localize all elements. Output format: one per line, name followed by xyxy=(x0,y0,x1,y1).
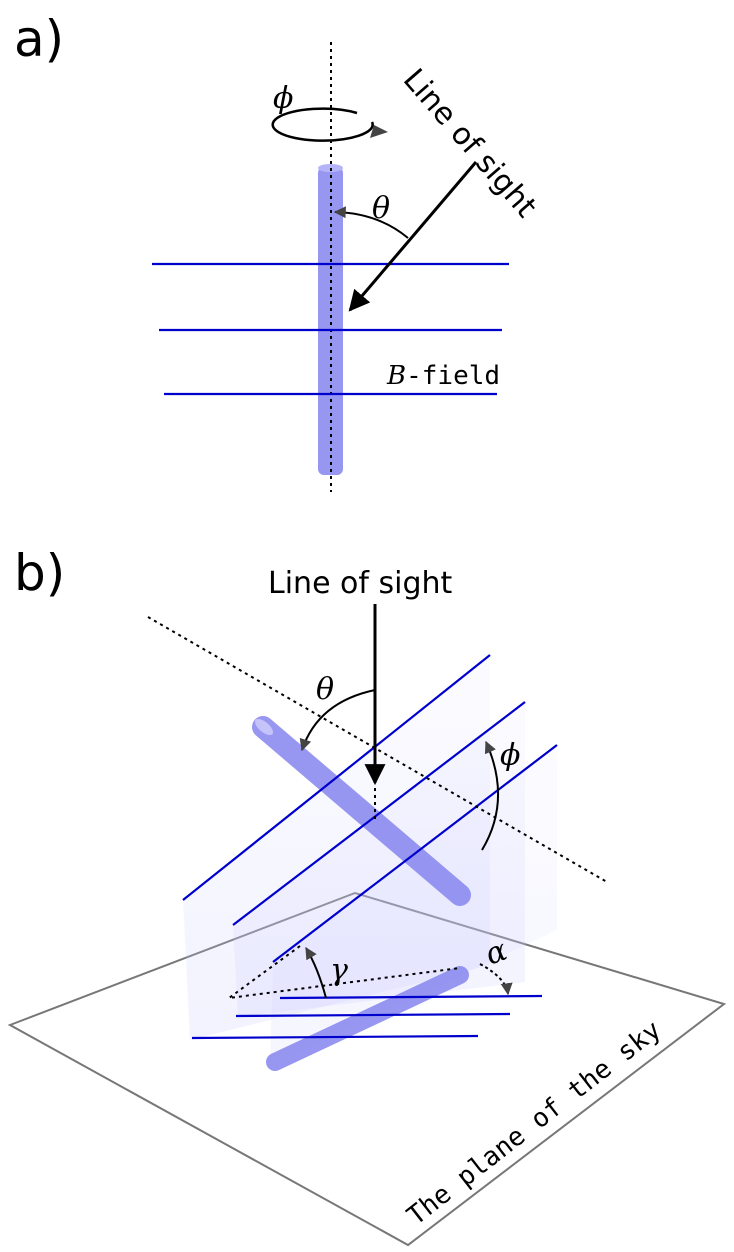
b-field-suffix: -field xyxy=(406,361,500,391)
panel-b-filament xyxy=(252,716,471,906)
projected-filament xyxy=(266,966,469,1071)
panel-b-projection-dotted xyxy=(228,945,461,999)
panel-b: b) xyxy=(7,544,727,1247)
vertical-planes xyxy=(183,655,557,1065)
b-symbol: B xyxy=(386,361,406,391)
panel-a-line-of-sight-arrow xyxy=(348,161,478,312)
panel-a-phi-rotation xyxy=(271,107,388,142)
panel-b-field-lines xyxy=(182,654,558,963)
panel-b-phi-label: ϕ xyxy=(500,738,520,773)
projected-field-lines xyxy=(191,994,543,1040)
panel-a: a) ϕ θ Line of sight B-field xyxy=(14,10,543,492)
panel-b-alpha-arc xyxy=(479,963,513,996)
panel-a-line-of-sight-label: Line of sight xyxy=(396,62,543,224)
panel-a-b-field-label: B-field xyxy=(386,361,500,391)
panel-b-dotted-reference-line xyxy=(147,616,608,883)
panel-b-gamma-label: γ xyxy=(330,953,348,988)
panel-b-theta-label: θ xyxy=(316,672,334,707)
panel-a-label: a) xyxy=(14,10,64,68)
panel-b-label: b) xyxy=(14,544,65,602)
panel-a-theta-label: θ xyxy=(372,191,390,226)
panel-b-gamma-arc xyxy=(305,946,327,999)
panel-b-line-of-sight-label: Line of sight xyxy=(268,566,453,601)
panel-b-theta-arc xyxy=(299,689,376,752)
panel-a-theta-arc xyxy=(333,206,409,239)
panel-a-field-lines xyxy=(152,262,509,396)
panel-b-phi-arc xyxy=(481,740,500,851)
panel-a-phi-label: ϕ xyxy=(273,81,293,116)
